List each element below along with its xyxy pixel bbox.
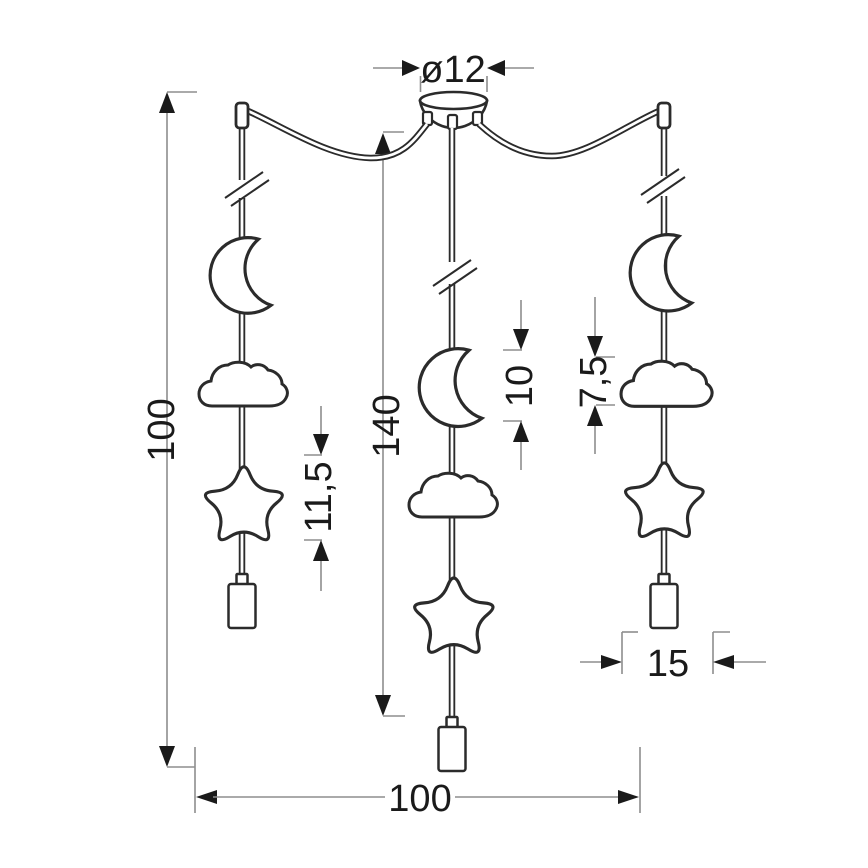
- dimension-label: 10: [499, 365, 541, 407]
- star-icon: [413, 576, 495, 654]
- arrowhead-down-icon: [587, 336, 603, 357]
- arrowhead-up-icon: [375, 133, 391, 154]
- dimension-label: 11,5: [298, 461, 340, 532]
- dimension-label: 7,5: [573, 356, 615, 409]
- moon-icon: [628, 233, 694, 313]
- dimension-label: 15: [647, 643, 689, 685]
- canopy-nipple: [446, 113, 459, 131]
- lamp-socket: [227, 572, 257, 630]
- canopy-nipple: [471, 110, 484, 127]
- dimension-moon-height: 10: [499, 300, 541, 470]
- lamp-socket: [437, 715, 467, 773]
- ceiling-canopy: [418, 90, 489, 131]
- cloud-icon: [407, 471, 499, 519]
- arrowhead-up-icon: [513, 421, 529, 442]
- dimension-total-height: 100: [141, 91, 197, 768]
- dimension-label: 100: [388, 778, 451, 820]
- dimension-label: 140: [366, 394, 408, 457]
- cord-break-mark: [640, 168, 686, 204]
- right-swag-cord: [476, 108, 661, 160]
- dimension-label: ø12: [420, 49, 485, 91]
- arrowhead-right-icon: [601, 655, 622, 669]
- moon-icon: [417, 347, 484, 429]
- arrowhead-left-icon: [713, 655, 734, 669]
- cord-break-mark: [224, 171, 270, 207]
- arrowhead-up-icon: [587, 405, 603, 426]
- dimension-star-height: 11,5: [298, 406, 340, 591]
- arrowhead-up-icon: [313, 540, 329, 561]
- dimension-canopy-diameter: ø12: [373, 49, 534, 92]
- arrowhead-right-icon: [402, 60, 420, 76]
- arrowhead-right-icon: [618, 790, 639, 804]
- dimension-label: 100: [141, 398, 183, 461]
- canopy-top: [418, 90, 489, 111]
- arrowhead-left-icon: [487, 60, 505, 76]
- arrowhead-down-icon: [375, 695, 391, 716]
- dimension-cloud-height: 7,5: [573, 297, 615, 454]
- arrowhead-down-icon: [159, 746, 175, 767]
- arrowhead-down-icon: [313, 434, 329, 455]
- moon-icon: [208, 236, 273, 315]
- cloud-icon: [619, 359, 714, 408]
- dimension-star-width: 15: [580, 631, 766, 685]
- arrowhead-up-icon: [159, 92, 175, 113]
- arrowhead-down-icon: [513, 329, 529, 350]
- cord-connector: [234, 101, 250, 130]
- cloud-icon: [197, 360, 289, 408]
- cord-break-mark: [432, 259, 478, 295]
- star-icon: [203, 465, 284, 542]
- left-swag-cord: [246, 108, 430, 162]
- dimension-center-drop: 140: [366, 131, 408, 717]
- star-icon: [623, 461, 705, 539]
- lamp-socket: [649, 572, 679, 630]
- arrowhead-left-icon: [196, 790, 217, 804]
- dimension-total-width: 100: [194, 747, 641, 820]
- cord-connector: [656, 101, 672, 130]
